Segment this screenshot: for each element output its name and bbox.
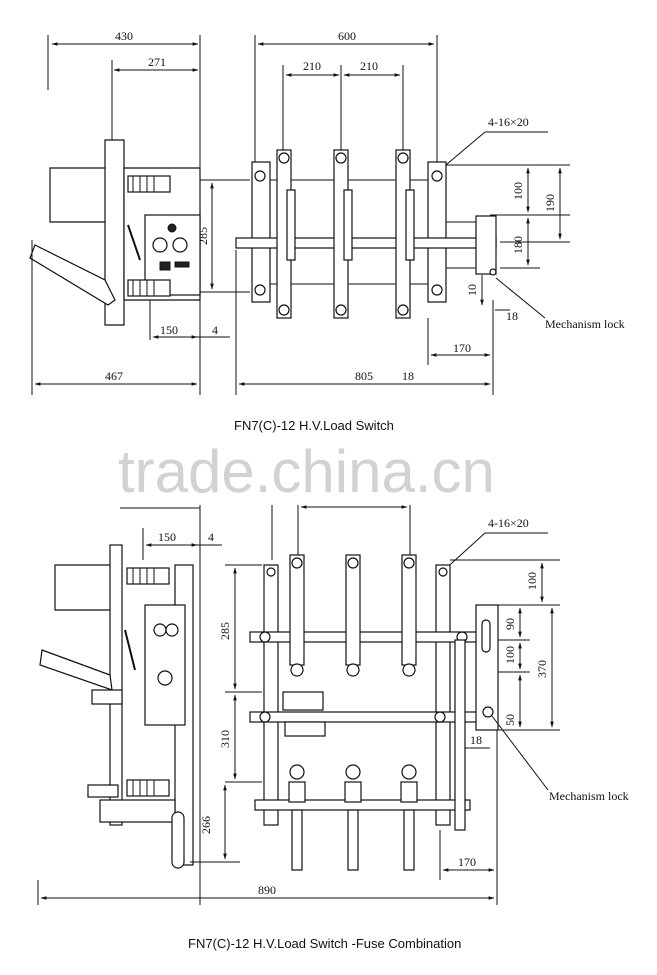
dim-10: 10	[465, 284, 479, 296]
dim-100: 100	[511, 182, 525, 200]
switch-fuse-body	[249, 554, 499, 871]
dim-150-2: 150	[158, 530, 176, 544]
watermark: trade.china.cn	[118, 438, 495, 505]
dimension-lines-right	[427, 164, 570, 365]
mechanism-lock-label-2: Mechanism lock	[549, 789, 629, 803]
dim-18: 18	[506, 309, 518, 323]
operating-mechanism-2	[39, 544, 194, 869]
dim-18-bottom: 18	[402, 369, 414, 383]
fuse-pole-middle	[344, 554, 362, 871]
dim-4-2: 4	[208, 530, 214, 544]
dimension-lines-left	[31, 179, 494, 395]
holes-label-2: 4-16×20	[488, 516, 529, 530]
dimension-lines-top	[47, 35, 438, 395]
dim-285: 285	[196, 227, 210, 245]
switch-body	[235, 149, 497, 319]
dimension-lines-top-2	[120, 505, 548, 905]
dim-100-top: 100	[525, 572, 539, 590]
dim-271: 271	[148, 55, 166, 69]
dim-210-left: 210	[303, 59, 321, 73]
dim-90: 90	[503, 618, 517, 630]
operating-mechanism	[29, 139, 201, 326]
dim-370: 370	[535, 660, 549, 678]
dim-430: 430	[115, 29, 133, 43]
load-switch-drawing: 430 271 600 210 210 4-16×20	[29, 29, 625, 433]
dim-150: 150	[160, 323, 178, 337]
mechanism-lock-label: Mechanism lock	[545, 317, 625, 331]
caption-fuse-combination: FN7(C)-12 H.V.Load Switch -Fuse Combinat…	[188, 936, 461, 951]
dim-170: 170	[453, 341, 471, 355]
dim-467: 467	[105, 369, 123, 383]
fuse-pole-left	[288, 554, 306, 871]
dim-4: 4	[212, 323, 218, 337]
pole-right	[395, 149, 415, 319]
dim-285-2: 285	[218, 622, 232, 640]
dim-890: 890	[258, 883, 276, 897]
dimension-lines-2	[37, 559, 560, 905]
dim-190: 190	[543, 194, 557, 212]
fuse-pole-right	[400, 554, 418, 871]
dim-18-2: 18	[470, 733, 482, 747]
dim-266: 266	[199, 816, 213, 834]
dim-100-mid: 100	[503, 646, 517, 664]
dim-310: 310	[218, 730, 232, 748]
fuse-combination-drawing: 150 4 4-16×20	[37, 505, 629, 951]
dim-50: 50	[503, 714, 517, 726]
dim-170-2: 170	[458, 855, 476, 869]
dim-805: 805	[355, 369, 373, 383]
dim-600: 600	[338, 29, 356, 43]
caption-load-switch: FN7(C)-12 H.V.Load Switch	[234, 418, 394, 433]
holes-label: 4-16×20	[488, 115, 529, 129]
pole-left	[276, 149, 296, 319]
dim-210-right: 210	[360, 59, 378, 73]
pole-middle	[333, 149, 353, 319]
dim-180: 180	[511, 236, 525, 254]
